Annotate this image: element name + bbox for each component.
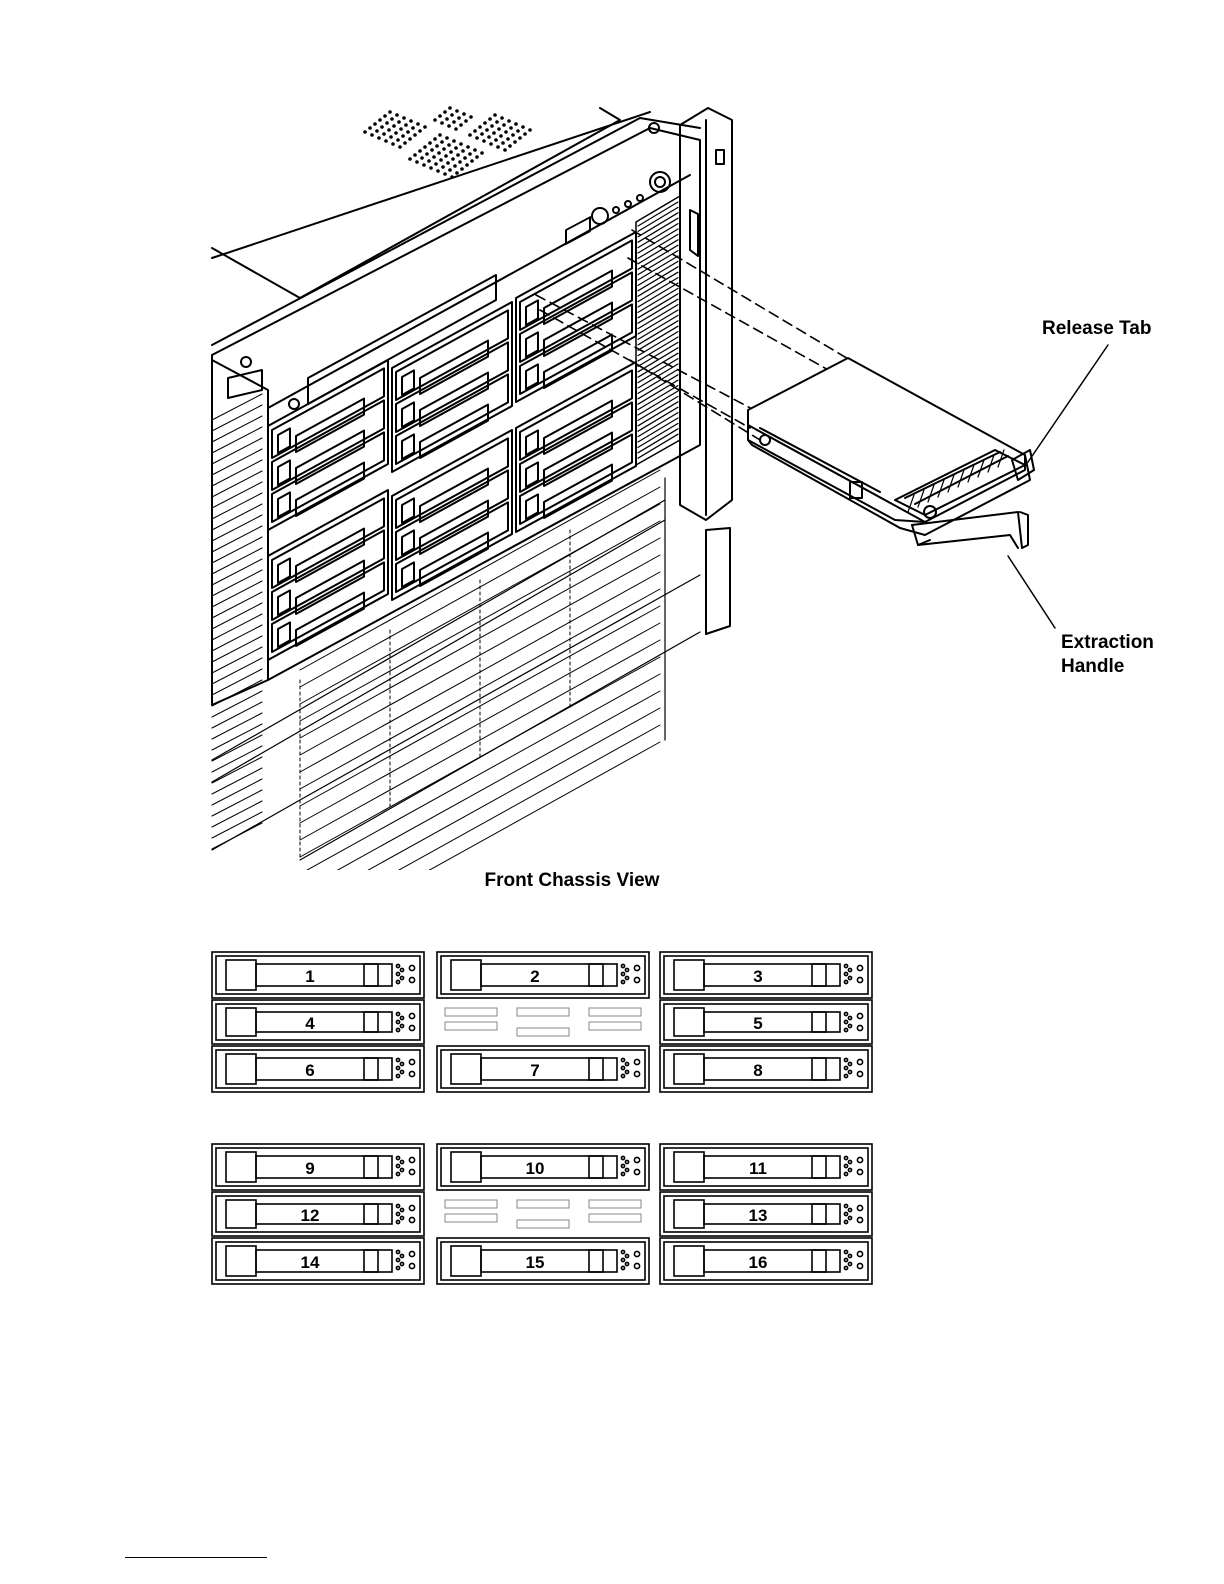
power-button-icon — [650, 172, 670, 192]
drive-bay: 14 — [212, 1238, 424, 1284]
slot-number: 8 — [753, 1061, 762, 1080]
drive-led-icon — [396, 1204, 414, 1223]
slot-number: 9 — [305, 1159, 314, 1178]
drive-bay: 9 — [212, 1144, 424, 1190]
drive-led-icon — [396, 1012, 414, 1031]
figure-caption: Front Chassis View — [0, 870, 1144, 892]
slot-number: 12 — [301, 1206, 320, 1225]
drive-bay: 16 — [660, 1238, 872, 1284]
drive-led-icon — [844, 1156, 862, 1175]
drive-bay: 1 — [212, 952, 424, 998]
slot-number: 4 — [305, 1014, 315, 1033]
drive-led-icon — [396, 964, 414, 983]
slot-number: 15 — [526, 1253, 545, 1272]
drive-bay: 15 — [437, 1238, 649, 1284]
drive-led-icon — [844, 1204, 862, 1223]
rack-ear-right — [680, 108, 732, 634]
release-tab-label: Release Tab — [1042, 317, 1151, 341]
drive-led-icon — [621, 964, 639, 983]
slot-number: 10 — [526, 1159, 545, 1178]
callout-leaders — [1008, 345, 1108, 628]
extraction-handle-label: Extraction Handle — [1061, 631, 1201, 679]
drive-bay: 2 — [437, 952, 649, 998]
drive-led-icon — [844, 1250, 862, 1269]
drive-led-icon — [621, 1156, 639, 1175]
drive-led-icon — [396, 1250, 414, 1269]
slot-number: 6 — [305, 1061, 314, 1080]
slot-number: 1 — [305, 967, 314, 986]
slot-number: 11 — [749, 1159, 767, 1178]
slot-number: 3 — [753, 967, 762, 986]
drive-bay: 11 — [660, 1144, 872, 1190]
slot-number: 16 — [749, 1253, 768, 1272]
server-chassis-illustration — [0, 0, 1224, 870]
extraction-handle-label-line1: Extraction — [1061, 631, 1201, 655]
drive-led-icon — [844, 1012, 862, 1031]
top-vent-holes — [363, 106, 532, 179]
drive-bay: 6 — [212, 1046, 424, 1092]
drive-led-icon — [844, 964, 862, 983]
extraction-handle-label-line2: Handle — [1061, 655, 1201, 679]
drive-bay: 4 — [212, 1000, 424, 1044]
bay-blank-filler — [445, 1200, 641, 1228]
control-panel — [566, 172, 670, 244]
drive-bay: 13 — [660, 1192, 872, 1236]
slot-number: 7 — [530, 1061, 539, 1080]
footnote-rule — [125, 1557, 267, 1558]
drive-led-icon — [621, 1250, 639, 1269]
drive-bay: 7 — [437, 1046, 649, 1092]
drive-bay: 3 — [660, 952, 872, 998]
drive-bay: 5 — [660, 1000, 872, 1044]
hot-plug-drive-carrier — [748, 358, 1030, 535]
slot-number: 2 — [530, 967, 539, 986]
bay-blank-filler — [445, 1008, 641, 1036]
slot-number: 14 — [301, 1253, 320, 1272]
drive-led-icon — [396, 1156, 414, 1175]
drive-bay: 8 — [660, 1046, 872, 1092]
drive-cages — [268, 232, 636, 660]
slot-number: 13 — [749, 1206, 768, 1225]
drive-bay: 12 — [212, 1192, 424, 1236]
drive-bay: 10 — [437, 1144, 649, 1190]
slot-number: 5 — [753, 1014, 762, 1033]
drive-led-icon — [396, 1058, 414, 1077]
chassis-top-cover — [212, 108, 700, 345]
drive-led-icon — [844, 1058, 862, 1077]
drive-led-icon — [621, 1058, 639, 1077]
